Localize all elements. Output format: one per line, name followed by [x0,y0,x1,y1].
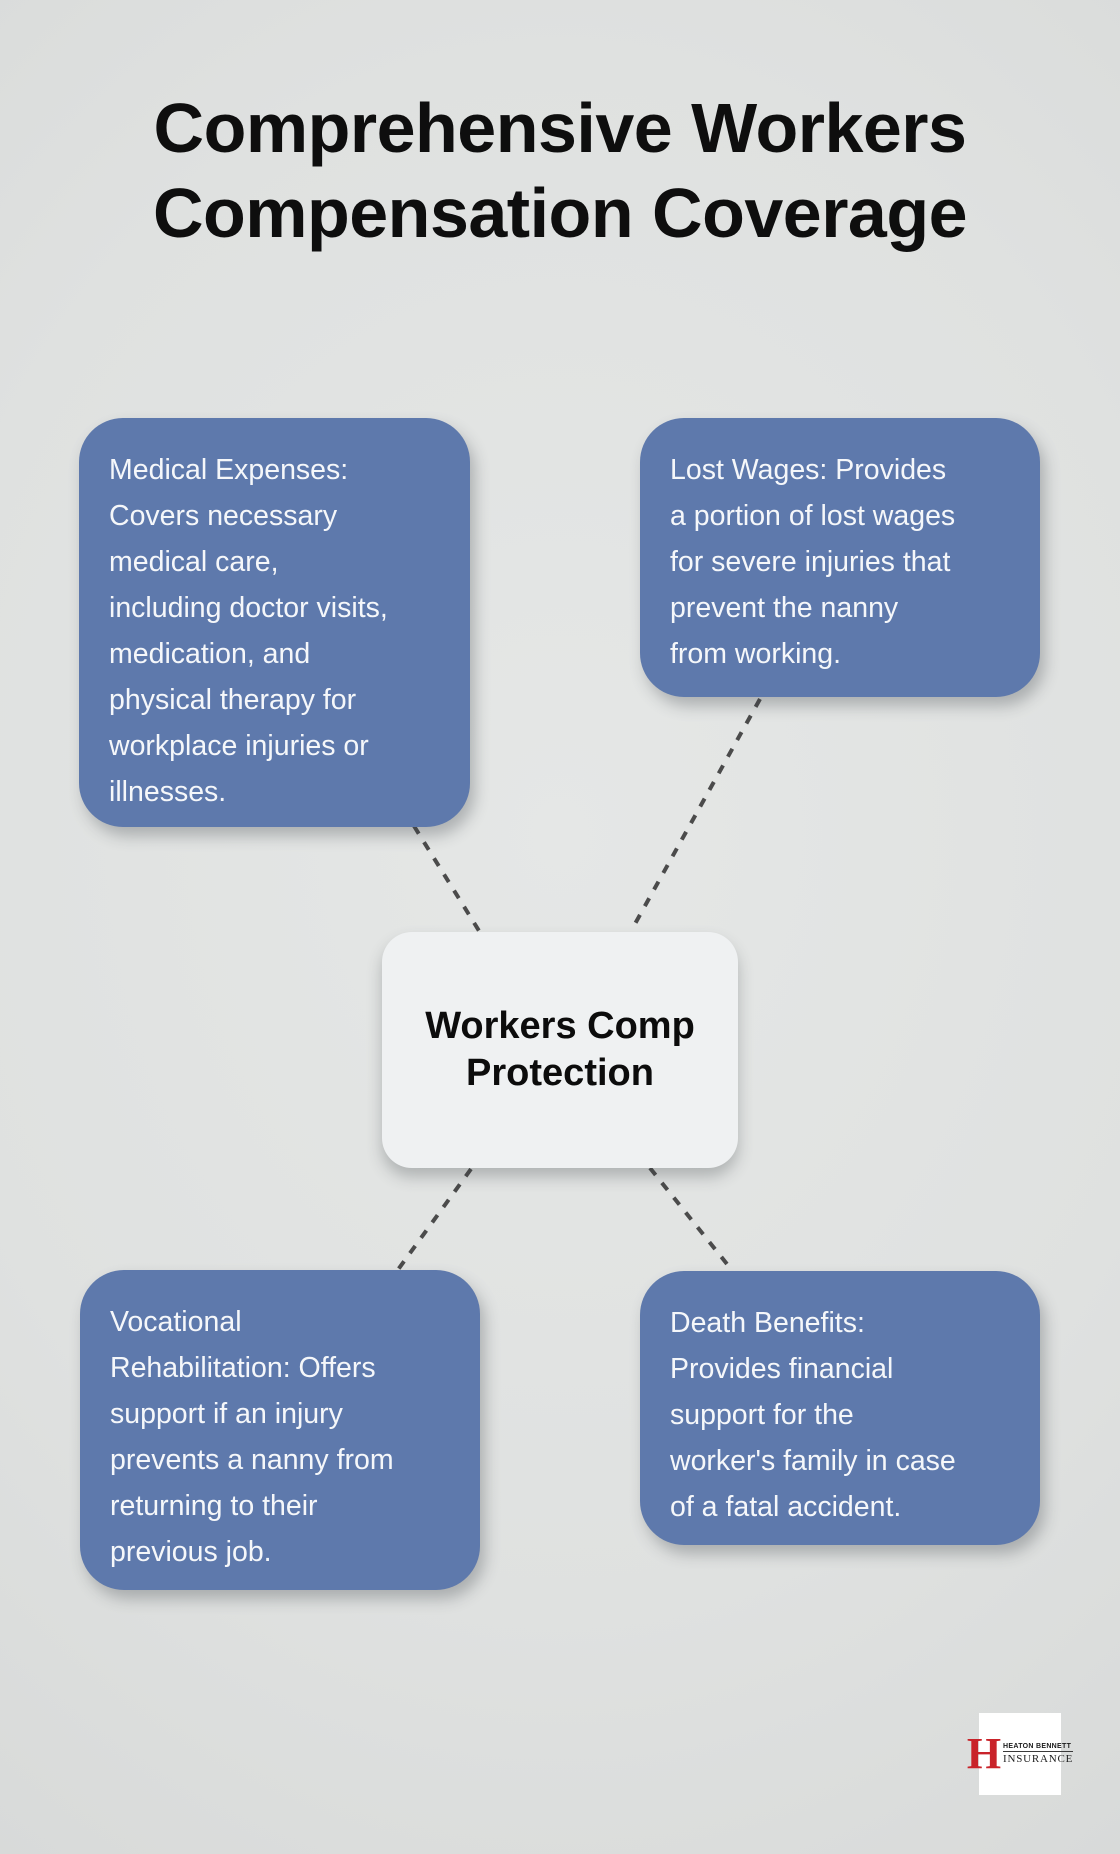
connector-lost-wages-to-center [629,698,762,932]
connector-center-to-vocational [395,1167,473,1273]
logo-tagline: INSURANCE [1003,1752,1074,1765]
logo-monogram: H [966,1728,1002,1778]
center-node-workers-comp-protection: Workers Comp Protection [382,932,738,1168]
node-lost-wages: Lost Wages: Provides a portion of lost w… [640,418,1040,697]
node-death-benefits: Death Benefits: Provides financial suppo… [640,1271,1040,1545]
heaton-bennett-logo: H HEATON BENNETT INSURANCE [967,1713,1074,1795]
page-title-line-2: Compensation Coverage [152,174,968,252]
page-title: Comprehensive Workers Compensation Cover… [0,86,1120,256]
node-vocational-rehabilitation: Vocational Rehabilitation: Offers suppor… [80,1270,480,1590]
logo-inner: H HEATON BENNETT INSURANCE [966,1728,1074,1778]
logo-text-column: HEATON BENNETT INSURANCE [1003,1743,1074,1765]
center-node-label: Workers Comp Protection [425,1005,695,1094]
connector-medical-to-center [412,824,483,936]
logo-company-name: HEATON BENNETT [1003,1743,1074,1752]
connector-center-to-death [648,1166,733,1271]
page-title-line-1: Comprehensive Workers [153,89,967,167]
node-medical-expenses: Medical Expenses: Covers necessary medic… [79,418,470,827]
